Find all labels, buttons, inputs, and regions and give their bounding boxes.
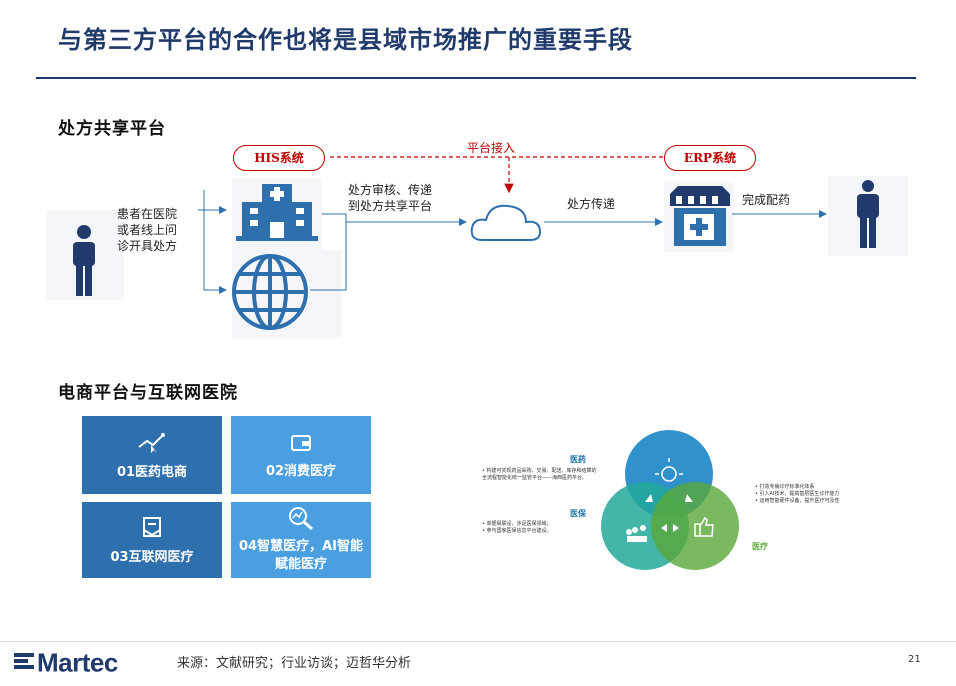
review-text-line: 处方审核、传递 xyxy=(348,183,433,197)
martec-logo: Martec xyxy=(12,646,118,679)
tile-label: 01医药电商 xyxy=(116,464,188,480)
his-system-label: HIS系统 xyxy=(233,145,325,171)
thumbs-up-icon xyxy=(694,516,714,537)
logo-text: Martec xyxy=(37,647,118,678)
venn-label-medical: 医疗 xyxy=(752,542,768,551)
tile-consumer-medical: 02消费医疗 xyxy=(231,416,371,494)
platform-access-label: 平台接入 xyxy=(467,141,516,155)
logo-mark-icon xyxy=(12,648,36,679)
bulb-icon xyxy=(655,458,683,482)
page-number: 21 xyxy=(908,654,921,665)
patient-text-line: 或者线上问 xyxy=(117,223,178,237)
magnifier-chart-icon xyxy=(289,507,313,530)
venn-text-line: • 引入AI技术，提高基层医生诊疗能力 xyxy=(755,491,840,497)
venn-label-insurance: 医保 xyxy=(570,509,586,518)
patient-description: 患者在医院 或者线上问 诊开具处方 xyxy=(117,206,177,254)
page-title: 与第三方平台的合作也将是县域市场推广的重要手段 xyxy=(58,25,633,54)
venn-text-line: • 单据易联设，涉足医保领域； xyxy=(482,521,552,527)
venn-diagram xyxy=(601,430,739,570)
patient-right-icon xyxy=(828,176,908,256)
venn-medical-text: • 打造专病诊疗标准化体系 • 引入AI技术，提高基层医生诊疗能力 • 运用智能… xyxy=(755,484,865,505)
venn-medicine-text: • 构建可实现药品采购、交易、配送、库存和结算的全流程智能化统一监管平台——海西… xyxy=(482,468,597,481)
tile-pharma-ecommerce: 01医药电商 xyxy=(82,416,222,494)
venn-text-line: • 打造专病诊疗标准化体系 xyxy=(755,484,815,490)
tile-label: 04智慧医疗，AI智能赋能医疗 xyxy=(239,539,363,572)
section-heading-prescription: 处方共享平台 xyxy=(58,119,166,139)
venn-insurance-text: • 单据易联设，涉足医保领域； • 参与国家医保信息平台建设。 xyxy=(482,521,552,535)
patient-left-icon xyxy=(46,210,124,300)
title-divider xyxy=(36,77,916,79)
tile-label: 02消费医疗 xyxy=(265,463,337,479)
review-text-line: 到处方共享平台 xyxy=(348,199,433,213)
tile-label: 03互联网医疗 xyxy=(110,549,194,565)
tile-smart-medical: 04智慧医疗，AI智能赋能医疗 xyxy=(231,502,371,578)
chart-pointer-icon xyxy=(138,432,165,453)
source-note: 来源：文献研究；行业访谈；迈哲华分析 xyxy=(177,656,412,671)
transfer-label: 处方传递 xyxy=(567,197,616,211)
cloud-icon xyxy=(470,204,542,241)
venn-text-line: • 运用智能硬件设备，提升医疗可及性 xyxy=(755,498,840,504)
people-icon xyxy=(626,525,647,542)
dispense-label: 完成配药 xyxy=(742,193,791,207)
prescription-flow-diagram xyxy=(46,156,908,338)
erp-system-label: ERP系统 xyxy=(664,145,756,171)
footer-divider xyxy=(0,641,956,642)
section-heading-ecommerce: 电商平台与互联网医院 xyxy=(58,383,238,403)
mail-cross-icon xyxy=(143,516,161,537)
wallet-icon xyxy=(291,434,311,451)
pharmacy-icon xyxy=(664,182,734,252)
patient-text-line: 患者在医院 xyxy=(117,207,178,221)
venn-text-line: • 参与国家医保信息平台建设。 xyxy=(482,528,552,534)
review-description: 处方审核、传递 到处方共享平台 xyxy=(348,182,432,214)
venn-label-medicine: 医药 xyxy=(570,455,586,464)
patient-text-line: 诊开具处方 xyxy=(117,239,178,253)
hospital-icon xyxy=(232,178,322,250)
arrows-icon xyxy=(645,494,693,532)
globe-icon xyxy=(232,250,342,338)
tile-internet-medical: 03互联网医疗 xyxy=(82,502,222,578)
